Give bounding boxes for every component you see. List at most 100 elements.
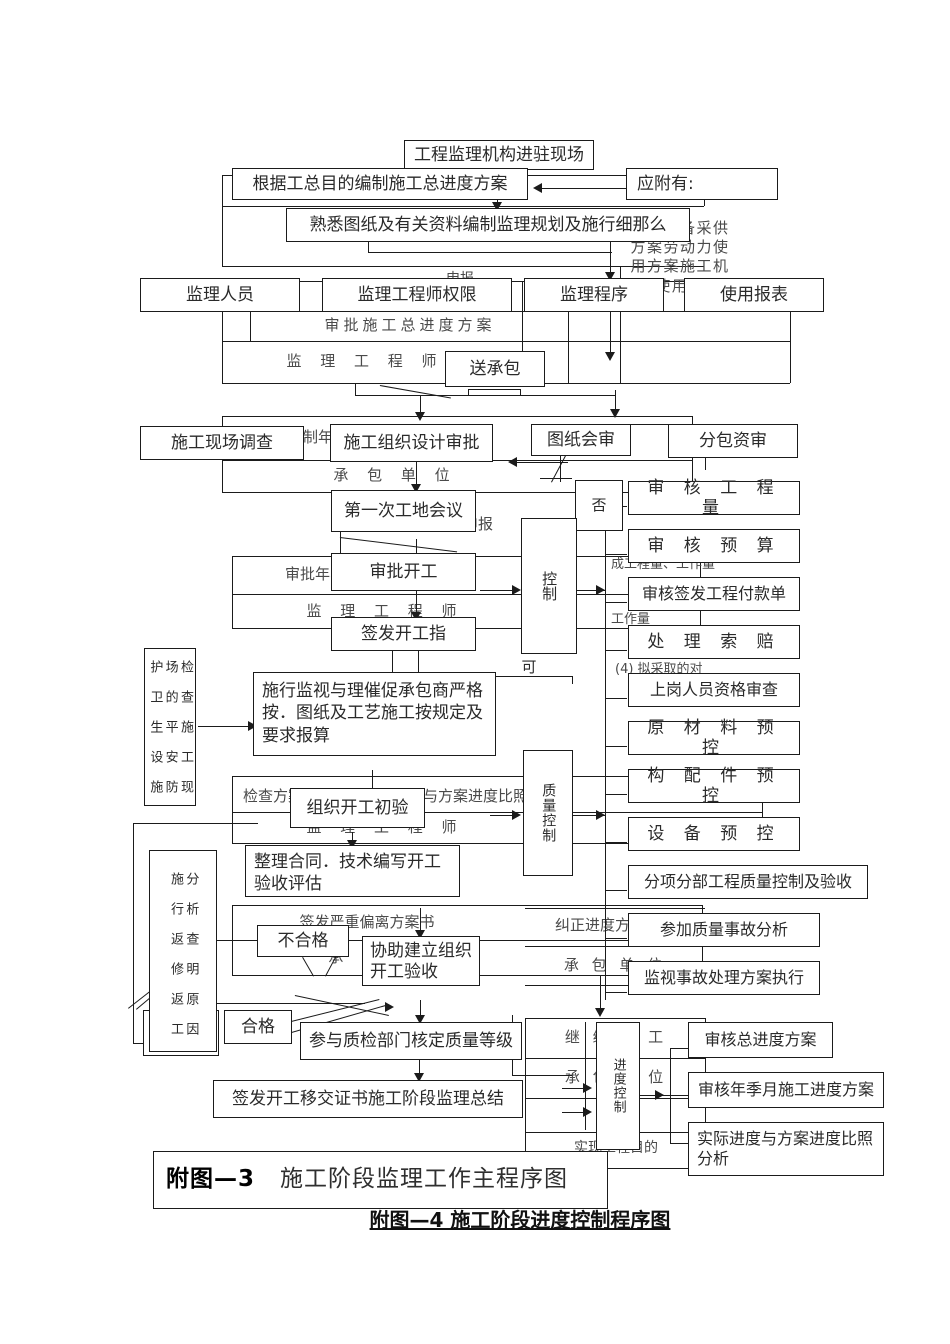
check-safety-text: 检 查 施 工 现 场 的 平 安 防 护 卫 生 设 施 — [147, 660, 193, 794]
node-approve-start[interactable]: 审批开工 — [331, 553, 476, 591]
connector — [612, 424, 672, 425]
node-no-label: 否 — [575, 480, 623, 531]
node-master-plan[interactable]: 根据工总目的编制施工总进度方案 — [232, 168, 528, 200]
node-sub-review[interactable]: 分包资审 — [668, 424, 798, 458]
node-contract-sort[interactable]: 整理合同．技术编写开工验收评估 — [245, 845, 460, 897]
progress-item-1[interactable]: 审核年季月施工进度方案 — [688, 1072, 884, 1108]
connector — [570, 590, 605, 591]
arrow-left — [508, 457, 517, 467]
no-text: 否 — [591, 495, 607, 514]
divider — [790, 281, 791, 383]
node-entry[interactable]: 工程监理机构进驻现场 — [404, 140, 594, 170]
node-handover[interactable]: 签发开工移交证书施工阶段监理总结 — [213, 1080, 523, 1118]
connector — [605, 842, 627, 843]
node-control[interactable]: 控制 — [521, 518, 577, 654]
connector — [339, 537, 458, 553]
arrow-right — [583, 1107, 592, 1117]
qc-item-4[interactable]: 上岗人员资格审查 — [628, 673, 800, 707]
divider — [222, 266, 704, 267]
node-progress-control[interactable]: 进度控制 — [596, 1022, 640, 1150]
connector — [372, 770, 373, 794]
node-quality-control[interactable]: 质量控制 — [523, 750, 573, 876]
divider — [525, 908, 705, 909]
caption-fig3-text: 附图—3 施工阶段监理工作主程序图 — [166, 1166, 568, 1193]
node-issue-start[interactable]: 签发开工指 — [331, 617, 476, 651]
connector — [468, 389, 469, 395]
connector — [513, 462, 568, 463]
connector — [605, 746, 627, 747]
qc-item-1[interactable]: 审 核 预 算 — [628, 529, 800, 563]
connector — [572, 676, 573, 684]
divider — [232, 812, 762, 813]
divider — [568, 281, 569, 383]
node-qualified[interactable]: 合格 — [224, 1010, 292, 1044]
control-text: 控制 — [540, 571, 559, 601]
connector — [605, 602, 627, 603]
node-staff[interactable]: 监理人员 — [140, 278, 300, 312]
qc-item-10[interactable]: 监视事故处理方案执行 — [628, 961, 820, 995]
divider — [232, 594, 700, 595]
node-procedure[interactable]: 监理程序 — [524, 278, 664, 312]
node-send-contractor[interactable]: 送承包 — [445, 351, 545, 387]
connector — [610, 240, 611, 278]
node-drawing-review[interactable]: 图纸会审 — [531, 424, 631, 456]
connector — [615, 390, 616, 414]
qc-item-8[interactable]: 分项分部工程质量控制及验收 — [628, 865, 868, 899]
arrow-down — [605, 272, 615, 281]
arrow-right — [512, 585, 521, 595]
arrow-right — [596, 810, 605, 820]
node-authority[interactable]: 监理工程师权限 — [322, 278, 512, 312]
node-design-review[interactable]: 施工组织设计审批 — [330, 424, 493, 462]
node-forms[interactable]: 使用报表 — [684, 278, 824, 312]
connector — [600, 975, 601, 1015]
node-attach-title[interactable]: 应附有: — [626, 168, 778, 200]
connector — [468, 389, 520, 390]
approve-year-label: 审批年、 — [284, 565, 345, 584]
progress-item-0[interactable]: 审核总进度方案 — [688, 1022, 833, 1058]
connector — [605, 938, 627, 939]
connector — [490, 815, 518, 816]
supervisor-engineer-1: 监 理 工 程 师 — [286, 352, 444, 371]
divider — [250, 311, 790, 312]
connector — [294, 995, 389, 1016]
progress-control-text: 进度控制 — [610, 1058, 626, 1114]
divider — [525, 1018, 526, 1168]
connector — [420, 395, 421, 417]
divider — [222, 416, 692, 417]
bg-fragment-2: 工作量 — [611, 612, 651, 628]
qc-item-6[interactable]: 构 配 件 预 控 — [628, 766, 800, 806]
node-grade[interactable]: 参与质检部门核定质量等级 — [300, 1022, 522, 1060]
qc-item-0[interactable]: 审 核 工 程 量 — [628, 478, 800, 518]
qc-item-5[interactable]: 原 材 料 预 控 — [628, 718, 800, 758]
connector — [205, 1003, 365, 1004]
qc-item-7[interactable]: 设 备 预 控 — [628, 817, 800, 851]
divider — [222, 311, 223, 383]
divider — [232, 843, 762, 844]
qc-item-9[interactable]: 参加质量事故分析 — [628, 913, 820, 947]
arrow-down — [411, 612, 421, 621]
node-assist[interactable]: 协助建立组织开工验收 — [362, 936, 480, 986]
divider — [522, 281, 523, 383]
connector — [605, 794, 627, 795]
arrow-down — [411, 484, 421, 493]
divider — [525, 946, 705, 947]
node-org-initial[interactable]: 组织开工初验 — [290, 788, 425, 828]
connector — [705, 452, 706, 470]
node-analyze[interactable]: 分 析 查 明 原 因 施 行 返 修 返 工 — [149, 850, 217, 1052]
connector — [605, 992, 627, 993]
divider — [222, 341, 790, 342]
node-familiarize[interactable]: 熟悉图纸及有关资料编制监理规划及施行细那么 — [286, 208, 690, 242]
connector — [420, 1000, 421, 1022]
arrow-right — [248, 721, 257, 731]
node-check-safety[interactable]: 检 查 施 工 现 场 的 平 安 防 护 卫 生 设 施 — [144, 648, 196, 806]
divider — [620, 266, 621, 383]
node-survey[interactable]: 施工现场调查 — [140, 426, 304, 460]
qc-item-2[interactable]: 审核签发工程付款单 — [628, 577, 800, 611]
qc-item-3[interactable]: 处 理 索 赔 — [628, 625, 800, 659]
progress-item-2[interactable]: 实际进度与方案进度比照分析 — [688, 1122, 884, 1176]
node-supervise[interactable]: 施行监视与理催促承包商严格按．图纸及工艺施工按规定及要求报算 — [253, 672, 496, 756]
connector — [512, 1075, 572, 1076]
node-first-meeting[interactable]: 第一次工地会议 — [331, 490, 476, 532]
node-unqualified[interactable]: 不合格 — [257, 925, 349, 957]
